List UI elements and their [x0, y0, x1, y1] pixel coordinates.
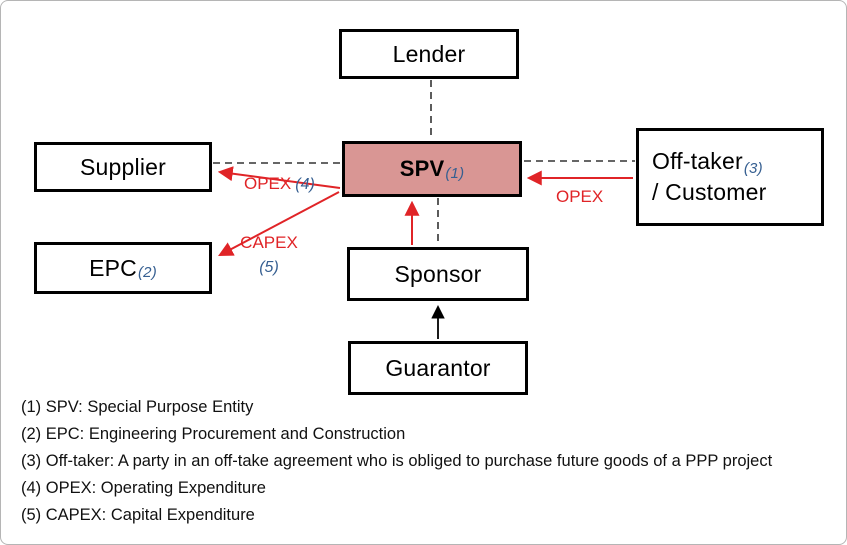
node-sponsor-label: Sponsor [394, 260, 482, 287]
edge-label-opex-supplier-text: OPEX [244, 174, 292, 193]
node-offtaker: Off-taker(3) / Customer [636, 128, 824, 226]
edge-label-capex: CAPEX (5) [233, 231, 305, 279]
node-guarantor: Guarantor [348, 341, 528, 395]
footnote-opex: (4) OPEX: Operating Expenditure [21, 479, 266, 497]
node-epc-label: EPC [89, 254, 137, 281]
node-supplier-label: Supplier [80, 153, 166, 180]
node-guarantor-label: Guarantor [385, 354, 491, 381]
node-spv-footnote-ref: (1) [445, 164, 465, 182]
footnote-capex: (5) CAPEX: Capital Expenditure [21, 506, 255, 524]
node-spv-label: SPV [399, 156, 445, 181]
node-epc-footnote-ref: (2) [137, 263, 157, 281]
node-offtaker-line2: / Customer [652, 179, 767, 205]
footnote-spv: (1) SPV: Special Purpose Entity [21, 398, 254, 416]
edge-label-opex-supplier: OPEX(4) [244, 174, 315, 194]
edge-label-opex-offtaker: OPEX [556, 187, 603, 207]
edge-label-capex-ref: (5) [259, 258, 279, 276]
node-sponsor: Sponsor [347, 247, 529, 301]
node-offtaker-label: Off-taker [652, 147, 743, 174]
edge-label-opex-supplier-ref: (4) [295, 176, 315, 193]
node-lender: Lender [339, 29, 519, 79]
node-offtaker-line1: Off-taker(3) [652, 146, 763, 177]
node-supplier: Supplier [34, 142, 212, 192]
footnote-offtaker: (3) Off-taker: A party in an off-take ag… [21, 452, 773, 470]
node-lender-label: Lender [392, 40, 466, 67]
edge-label-opex-offtaker-text: OPEX [556, 187, 604, 206]
node-spv: SPV(1) [342, 141, 522, 197]
node-epc: EPC(2) [34, 242, 212, 294]
edge-label-capex-text: CAPEX [240, 233, 298, 252]
node-offtaker-footnote-ref: (3) [743, 159, 763, 177]
footnote-epc: (2) EPC: Engineering Procurement and Con… [21, 425, 406, 443]
